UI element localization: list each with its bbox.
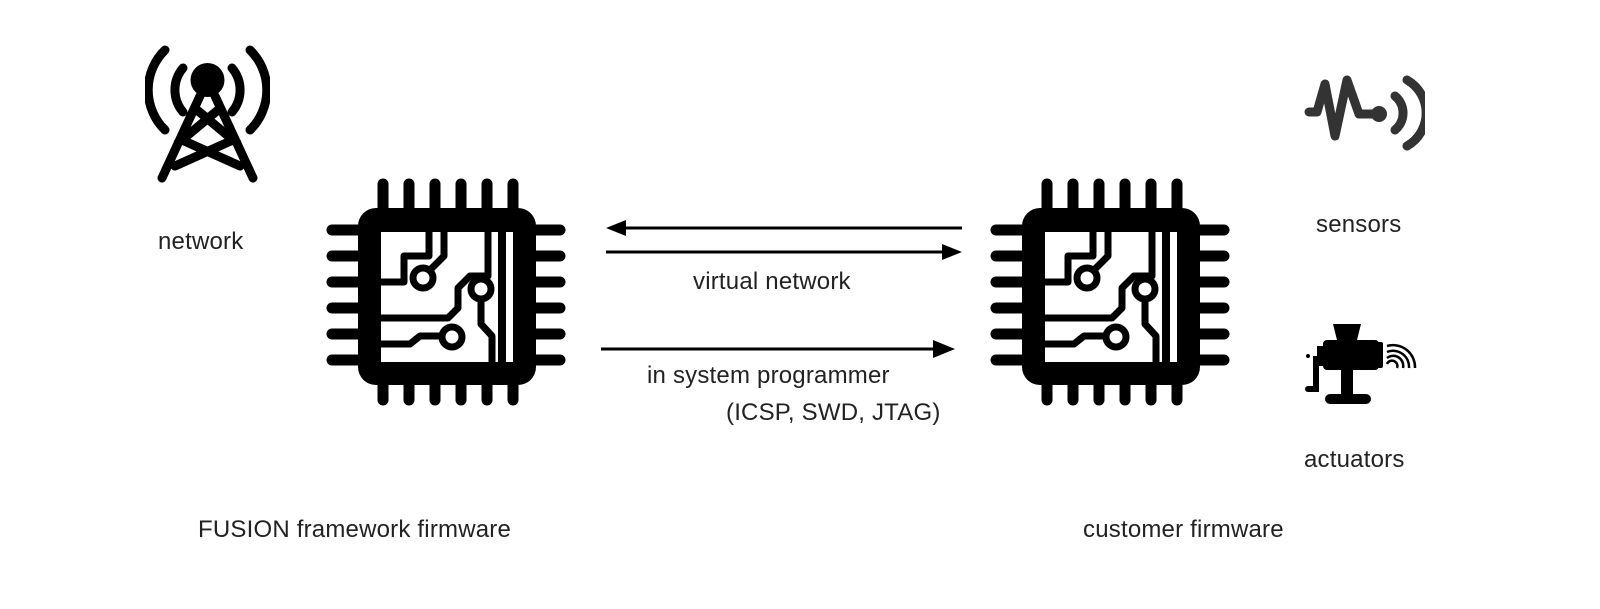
sensors-label: sensors [1316,211,1402,238]
customer-chip-icon [990,172,1230,412]
isp-label: in system programmer [647,362,890,389]
network-label: network [158,228,244,255]
arrow-fusion-to-customer-isp [595,336,965,364]
arrow-customer-to-fusion [600,215,970,243]
customer-firmware-label: customer firmware [1083,516,1284,543]
virtual-network-label: virtual network [693,268,851,295]
fusion-chip-icon [326,172,566,412]
isp-protocols-label: (ICSP, SWD, JTAG) [726,399,941,426]
radio-tower-icon [145,38,270,186]
sensor-wave-icon [1303,72,1425,154]
actuators-label: actuators [1304,446,1405,473]
meat-grinder-icon [1303,322,1421,408]
fusion-firmware-label: FUSION framework firmware [198,516,512,543]
arrow-fusion-to-customer-virtual [600,239,970,267]
